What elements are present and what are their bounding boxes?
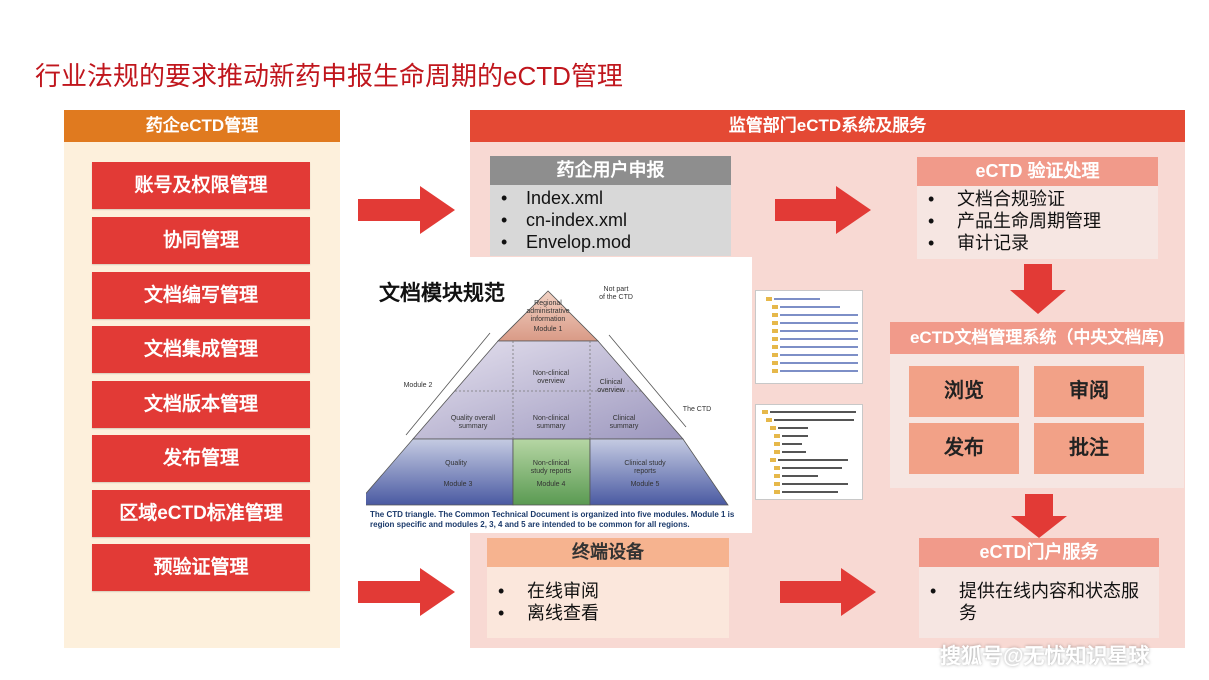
regulator-ectd-header: 监管部门eCTD系统及服务 — [470, 110, 1185, 142]
doc-module-spec-title: 文档模块规范 — [379, 282, 505, 305]
module4-label: Module 4 — [537, 481, 566, 488]
portal-title: eCTD门户服务 — [919, 538, 1159, 567]
pyramid-caption: The CTD triangle. The Common Technical D… — [370, 510, 735, 529]
list-item: 离线查看 — [487, 602, 729, 624]
arrow-validation-to-repository — [1010, 264, 1066, 314]
arrow-left-to-terminal — [358, 568, 455, 616]
submission-title: 药企用户申报 — [490, 156, 731, 185]
not-part-label: of the CTD — [599, 294, 633, 301]
clinical-overview-label: overview — [597, 387, 626, 394]
clinical-summary-label: summary — [610, 423, 639, 430]
nonclinical-overview-label: overview — [537, 378, 566, 385]
module2-label: Module 2 — [404, 382, 433, 389]
quality-summary-label: summary — [459, 423, 488, 430]
list-item: 提供在线内容和状态服务 — [919, 580, 1159, 624]
nonclinical-summary-label: Non-clinical — [533, 415, 570, 422]
module5-block — [589, 438, 729, 506]
menu-item-prevalidation[interactable]: 预验证管理 — [92, 544, 310, 591]
arrow-left-to-submission — [358, 186, 455, 234]
module1-tree-thumbnail — [755, 404, 863, 500]
validation-box: eCTD 验证处理 文档合规验证 产品生命周期管理 审计记录 — [917, 157, 1158, 259]
list-item: Envelop.mod — [490, 231, 731, 253]
module3-tree-thumbnail — [755, 290, 863, 384]
arrow-submission-to-validation — [775, 186, 871, 234]
module4-label: Non-clinical — [533, 460, 570, 467]
menu-item-collaboration[interactable]: 协同管理 — [92, 217, 310, 264]
pharma-ectd-header: 药企eCTD管理 — [64, 110, 340, 142]
tile-publish[interactable]: 发布 — [909, 423, 1019, 474]
module1-label: administrative — [526, 308, 569, 315]
portal-box: eCTD门户服务 提供在线内容和状态服务 — [919, 538, 1159, 638]
menu-item-regional-standard[interactable]: 区域eCTD标准管理 — [92, 490, 310, 537]
ctd-bracket — [608, 334, 687, 428]
module4-block — [512, 438, 591, 506]
portal-list: 提供在线内容和状态服务 — [919, 580, 1159, 624]
arrow-repository-to-portal — [1011, 494, 1067, 538]
module1-label: information — [531, 316, 566, 323]
submission-list: Index.xml cn-index.xml Envelop.mod — [490, 187, 731, 253]
module1-label: Module 1 — [534, 326, 563, 333]
list-item: cn-index.xml — [490, 209, 731, 231]
ctd-pyramid-diagram: Regional administrative information Modu… — [366, 286, 729, 506]
module4-label: study reports — [531, 468, 572, 475]
tile-annotate[interactable]: 批注 — [1034, 423, 1144, 474]
list-item: 文档合规验证 — [917, 188, 1158, 210]
module5-label: Module 5 — [631, 481, 660, 488]
terminal-list: 在线审阅 离线查看 — [487, 580, 729, 624]
module3-label: Module 3 — [444, 481, 473, 488]
watermark: 搜狐号@无忧知识星球 — [940, 645, 1150, 668]
page-title: 行业法规的要求推动新药申报生命周期的eCTD管理 — [35, 61, 623, 91]
module1-label: Regional — [534, 300, 562, 307]
menu-item-doc-authoring[interactable]: 文档编写管理 — [92, 272, 310, 319]
menu-item-publishing[interactable]: 发布管理 — [92, 435, 310, 482]
validation-title: eCTD 验证处理 — [917, 157, 1158, 186]
list-item: Index.xml — [490, 187, 731, 209]
repository-title: eCTD文档管理系统（中央文档库) — [890, 322, 1184, 354]
nonclinical-overview-label: Non-clinical — [533, 370, 570, 377]
list-item: 审计记录 — [917, 232, 1158, 254]
clinical-summary-label: Clinical — [613, 415, 636, 422]
clinical-overview-label: Clinical — [600, 379, 623, 386]
tile-review[interactable]: 审阅 — [1034, 366, 1144, 417]
not-part-label: Not part — [604, 286, 629, 293]
terminal-title: 终端设备 — [487, 538, 729, 567]
tile-browse[interactable]: 浏览 — [909, 366, 1019, 417]
nonclinical-summary-label: summary — [537, 423, 566, 430]
module5-label: reports — [634, 468, 656, 475]
terminal-box: 终端设备 在线审阅 离线查看 — [487, 538, 729, 638]
module2-bracket — [405, 332, 491, 436]
submission-box: 药企用户申报 Index.xml cn-index.xml Envelop.mo… — [490, 156, 731, 256]
quality-summary-label: Quality overall — [451, 415, 496, 422]
module5-label: Clinical study — [624, 460, 666, 467]
module3-block — [366, 438, 514, 506]
menu-item-doc-version[interactable]: 文档版本管理 — [92, 381, 310, 428]
menu-item-doc-integration[interactable]: 文档集成管理 — [92, 326, 310, 373]
list-item: 在线审阅 — [487, 580, 729, 602]
ctd-label: The CTD — [683, 406, 711, 413]
list-item: 产品生命周期管理 — [917, 210, 1158, 232]
module3-label: Quality — [445, 460, 467, 467]
arrow-terminal-to-portal — [780, 568, 876, 616]
menu-item-account-permission[interactable]: 账号及权限管理 — [92, 162, 310, 209]
validation-list: 文档合规验证 产品生命周期管理 审计记录 — [917, 188, 1158, 254]
